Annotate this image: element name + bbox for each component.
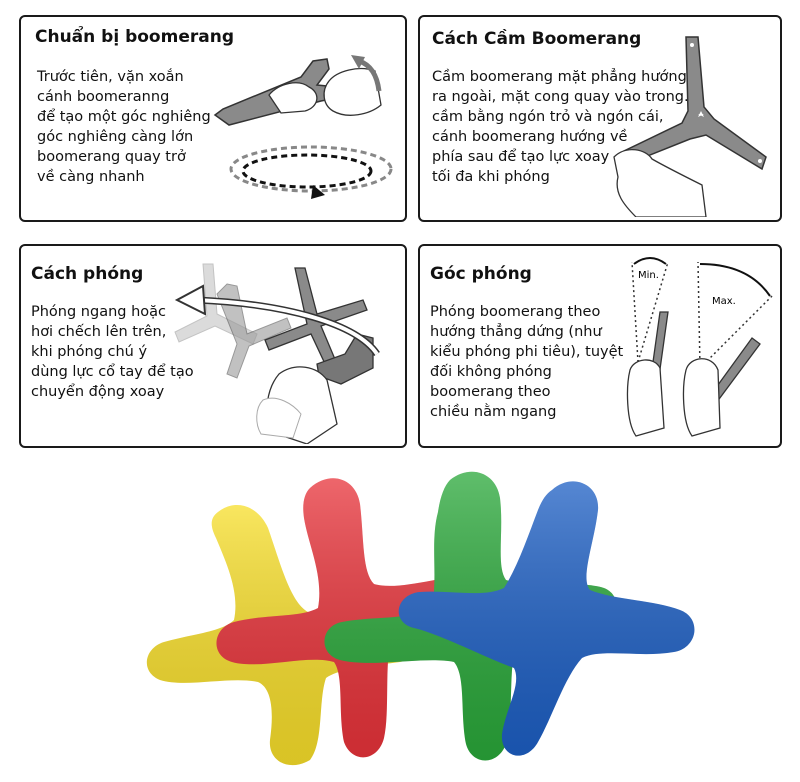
panel-text: Phóng ngang hoặc hơi chếch lên trên, khi…	[31, 302, 194, 402]
max-label: Max.	[712, 296, 736, 307]
boomerang-ghost	[216, 283, 292, 379]
panel-title: Cách Cầm Boomerang	[432, 29, 642, 49]
panel-title: Chuẩn bị boomerang	[35, 27, 234, 47]
panel-text: Trước tiên, vặn xoắn cánh boomeranng để …	[37, 67, 211, 187]
hold-illustration	[613, 36, 767, 217]
panel-text: Phóng boomerang theo hướng thẳng dứng (n…	[430, 302, 623, 422]
angle-guide	[699, 295, 773, 369]
text-line: Phóng ngang hoặc	[31, 304, 167, 320]
throw-arrow-icon	[196, 298, 379, 356]
boomerang-shape	[316, 333, 374, 385]
flight-path-outer	[229, 145, 393, 193]
text-line: về càng nhanh	[37, 169, 145, 185]
panel-title: Cách phóng	[31, 264, 144, 284]
text-line: boomerang theo	[430, 384, 551, 400]
angle-guide	[631, 261, 639, 363]
panel-text: Cầm boomerang mặt phẳng hướng ra ngoài, …	[432, 67, 689, 187]
text-line: tối đa khi phóng	[432, 169, 550, 185]
text-line: kiểu phóng phi tiêu), tuyệt	[430, 344, 624, 360]
text-line: để tạo một góc nghiêng	[37, 109, 211, 125]
left-hand-icon	[268, 82, 318, 114]
twist-illustration	[213, 55, 393, 199]
throw-illustration	[174, 263, 380, 444]
arrow-head	[351, 55, 365, 69]
text-line: chiều nằm ngang	[430, 404, 557, 420]
text-line: hướng thẳng dứng (như	[430, 324, 602, 340]
min-angle-arc	[633, 257, 667, 265]
hand-icon	[626, 359, 665, 437]
star-icon	[698, 111, 704, 117]
text-line: Cầm boomerang mặt phẳng hướng	[432, 69, 687, 85]
text-line: khi phóng chú ý	[31, 344, 148, 360]
text-line: góc nghiêng càng lớn	[37, 129, 194, 145]
panel-angle: Góc phóng Phóng boomerang theo hướng thẳ…	[418, 244, 782, 448]
boomerang-shape	[622, 36, 767, 171]
hand-ghost-icon	[256, 397, 302, 439]
text-line: ra ngoài, mặt cong quay vào trong.	[432, 89, 689, 105]
text-line: chuyển động xoay	[31, 384, 165, 400]
hand-icon	[682, 358, 721, 437]
angle-illustration: Min. Max.	[626, 257, 773, 437]
text-line: Trước tiên, vặn xoắn	[37, 69, 184, 85]
text-line: cầm bằng ngón trỏ và ngón cái,	[432, 109, 664, 125]
right-hand-icon	[323, 67, 382, 116]
text-line: dùng lực cổ tay để tạo	[31, 364, 194, 380]
blue-boomerang	[398, 481, 695, 756]
text-line: Phóng boomerang theo	[430, 304, 601, 320]
boomerang-hole	[758, 159, 762, 163]
text-line: boomerang quay trở	[37, 149, 186, 165]
panel-title: Góc phóng	[430, 264, 532, 284]
text-line: cánh boomerang hướng về	[432, 129, 628, 145]
arrow-head	[174, 284, 207, 316]
text-line: hơi chếch lên trên,	[31, 324, 167, 340]
flight-path-inner	[241, 153, 373, 189]
max-angle-arc	[699, 263, 771, 297]
panel-prepare: Chuẩn bị boomerang Trước tiên, vặn xoắn …	[19, 15, 407, 222]
red-boomerang	[216, 478, 498, 758]
hand-icon	[613, 149, 707, 217]
panel-throw: Cách phóng Phóng ngang hoặc hơi chếch lê…	[19, 244, 407, 448]
text-line: cánh boomeranng	[37, 89, 170, 105]
text-line: đối không phóng	[430, 364, 552, 380]
boomerang-hole	[690, 43, 694, 47]
text-line: phía sau để tạo lực xoay	[432, 149, 610, 165]
min-label: Min.	[638, 270, 659, 281]
boomerangs-photo	[146, 471, 695, 766]
angle-guide	[697, 261, 701, 369]
panel-hold: Cách Cầm Boomerang Cầm boomerang mặt phẳ…	[418, 15, 782, 222]
flight-arrow-icon	[311, 185, 325, 199]
